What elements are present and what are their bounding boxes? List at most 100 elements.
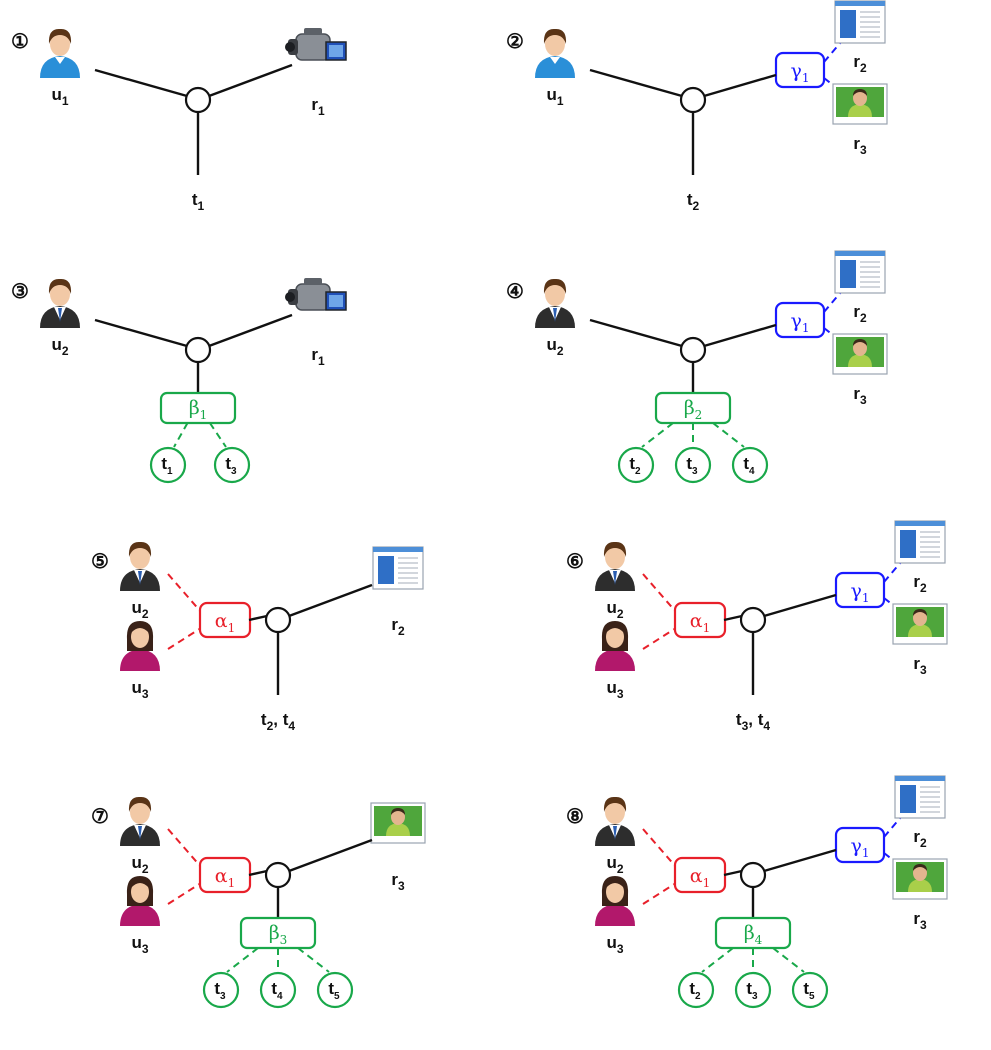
user-collar <box>55 57 65 64</box>
resource-group-node: γ1 <box>774 301 826 339</box>
doc-image <box>900 785 916 813</box>
user-group-label-main: α <box>215 610 228 632</box>
user-group-node: α1 <box>198 601 252 639</box>
user-hair <box>543 28 567 44</box>
resource-label-main: r <box>311 95 318 114</box>
resource-label: r2 <box>853 52 867 75</box>
tag-circle <box>213 446 251 484</box>
user-face <box>606 626 624 648</box>
resource-group-node: γ1 <box>834 826 886 864</box>
resource-icon <box>892 858 948 900</box>
user-hair <box>48 278 72 294</box>
user-label-sub: 2 <box>142 862 149 876</box>
tag-group-label: β2 <box>684 397 703 422</box>
resource-label-sub: 3 <box>860 393 867 407</box>
doc-titlebar <box>835 1 885 6</box>
hyperedge-center <box>264 606 292 634</box>
panel-number: ⑥ <box>566 551 584 573</box>
user-fringe <box>131 625 149 633</box>
user-group-label-main: α <box>215 865 228 887</box>
tag-circle <box>674 446 712 484</box>
resource-label-sub: 3 <box>920 918 927 932</box>
tag-group-node: β4 <box>714 916 792 950</box>
user-body <box>595 649 635 671</box>
user-label: u2 <box>131 853 148 876</box>
user-label-sub: 1 <box>557 94 564 108</box>
resource-label-sub: 3 <box>398 879 405 893</box>
cam-top <box>304 278 322 285</box>
photo-shirt <box>908 624 932 637</box>
user-group-label-sub: 1 <box>228 876 236 890</box>
hyperedge-user-arm <box>94 318 188 348</box>
resource-label-main: r <box>311 345 318 364</box>
resource-icon <box>834 250 886 294</box>
user-label: u1 <box>546 85 563 108</box>
doc-titlebar <box>895 521 945 526</box>
tag-group-label-main: β <box>744 922 755 944</box>
photo-hair <box>913 864 927 871</box>
resource-group-label-main: γ <box>851 580 862 602</box>
user-face <box>545 282 565 306</box>
tag-label-main: t <box>225 454 231 473</box>
tag-label-main: t <box>686 454 692 473</box>
user-label-main: u <box>131 933 141 952</box>
tag-node: t5 <box>791 971 829 1009</box>
doc-image <box>378 556 394 584</box>
tag-group-edge <box>297 947 330 973</box>
tag-label-main: t <box>214 979 220 998</box>
resource-label-sub: 1 <box>318 104 325 118</box>
user-face <box>130 545 150 569</box>
user-icon <box>535 278 575 328</box>
tag-label: t3, t4 <box>736 710 770 733</box>
resource-label: r1 <box>311 95 325 118</box>
tag-group-label-sub: 1 <box>200 408 208 422</box>
tag-node: t3 <box>674 446 712 484</box>
user-icon <box>595 876 635 926</box>
user-collar <box>550 57 560 64</box>
tag-group-label-main: β <box>269 922 280 944</box>
hyperedge-resource-arm <box>288 583 373 618</box>
user-icon <box>120 541 160 591</box>
tag-group-label: β1 <box>189 397 208 422</box>
tag-group-edge <box>173 422 189 448</box>
hyperedge-user-arm <box>248 614 268 622</box>
hyperedge-user-arm <box>248 869 268 877</box>
resource-label: r3 <box>913 909 927 932</box>
tag-group-label-main: β <box>684 397 695 419</box>
resource-label: r3 <box>391 870 405 893</box>
user-label: u3 <box>131 933 148 956</box>
tag-group-edge <box>712 422 745 448</box>
resource-group-box <box>774 301 826 339</box>
user-label-main: u <box>131 678 141 697</box>
resource-label-main: r <box>913 572 920 591</box>
user-group-label-main: α <box>690 865 703 887</box>
tag-group-edge <box>641 422 674 448</box>
tag-group-label: β4 <box>744 922 763 947</box>
user-group-label: α1 <box>690 610 710 635</box>
resource-icon <box>370 802 426 844</box>
user-icon <box>595 541 635 591</box>
user-group-edge <box>167 627 202 650</box>
tag-circle <box>149 446 187 484</box>
user-label-sub: 2 <box>617 862 624 876</box>
cam-screen-glare <box>329 45 343 57</box>
photo-hair <box>853 339 867 346</box>
resource-label-sub: 3 <box>920 663 927 677</box>
tag-group-label-sub: 4 <box>755 933 763 947</box>
user-group-label-main: α <box>690 610 703 632</box>
tag-label-main: t <box>746 979 752 998</box>
hyperedge-resource-arm <box>208 313 293 348</box>
user-label: u1 <box>51 85 68 108</box>
tag-separator: , <box>748 710 757 729</box>
photo-shirt <box>386 823 410 836</box>
photo-shirt <box>908 879 932 892</box>
resource-group-label: γ1 <box>851 580 870 605</box>
user-face <box>606 881 624 903</box>
user-icon <box>40 28 80 78</box>
resource-label-main: r <box>913 909 920 928</box>
resource-group-node: γ1 <box>834 571 886 609</box>
